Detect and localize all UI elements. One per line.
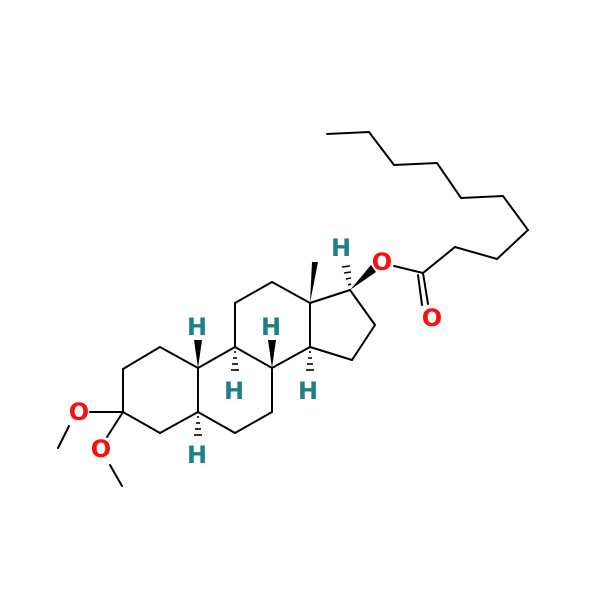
bond xyxy=(106,411,124,438)
bond xyxy=(197,346,236,369)
atom-labels: O O O O H H H H H H xyxy=(69,234,442,469)
stereo-bonds xyxy=(194,262,376,436)
oxygen-label: O xyxy=(69,398,89,426)
bond xyxy=(349,289,376,326)
wedge-bond xyxy=(268,340,276,368)
bond xyxy=(422,272,429,305)
wedge-bond xyxy=(350,265,376,290)
wedge-bond xyxy=(310,262,318,303)
bond xyxy=(309,289,351,304)
bond xyxy=(159,411,199,434)
hydrogen-label: H xyxy=(187,313,207,341)
bond xyxy=(417,274,423,306)
hydrogen-label: H xyxy=(187,441,207,469)
carbonyl-oxygen-label: O xyxy=(422,304,442,332)
bond xyxy=(393,265,424,274)
bond xyxy=(271,346,311,369)
alkyl-chain xyxy=(326,130,530,274)
wedge-bond xyxy=(194,340,202,368)
hydrogen-label: H xyxy=(298,377,318,405)
bond xyxy=(57,425,70,449)
hash-bonds xyxy=(194,265,352,436)
oxygen-label: O xyxy=(372,248,392,276)
bond xyxy=(122,346,161,370)
bond xyxy=(159,346,199,369)
hydrogen-label: H xyxy=(331,234,351,262)
bond xyxy=(309,346,353,361)
bond xyxy=(109,464,123,487)
bond xyxy=(122,411,161,434)
bond xyxy=(234,411,273,434)
bond xyxy=(351,324,376,361)
hydrogen-label: H xyxy=(261,313,281,341)
bond xyxy=(234,281,273,304)
oxygen-label: O xyxy=(91,435,111,463)
bond xyxy=(234,346,273,369)
bond xyxy=(197,411,236,434)
bond xyxy=(271,281,311,304)
bonds xyxy=(57,130,530,487)
hydrogen-label: H xyxy=(224,377,244,405)
